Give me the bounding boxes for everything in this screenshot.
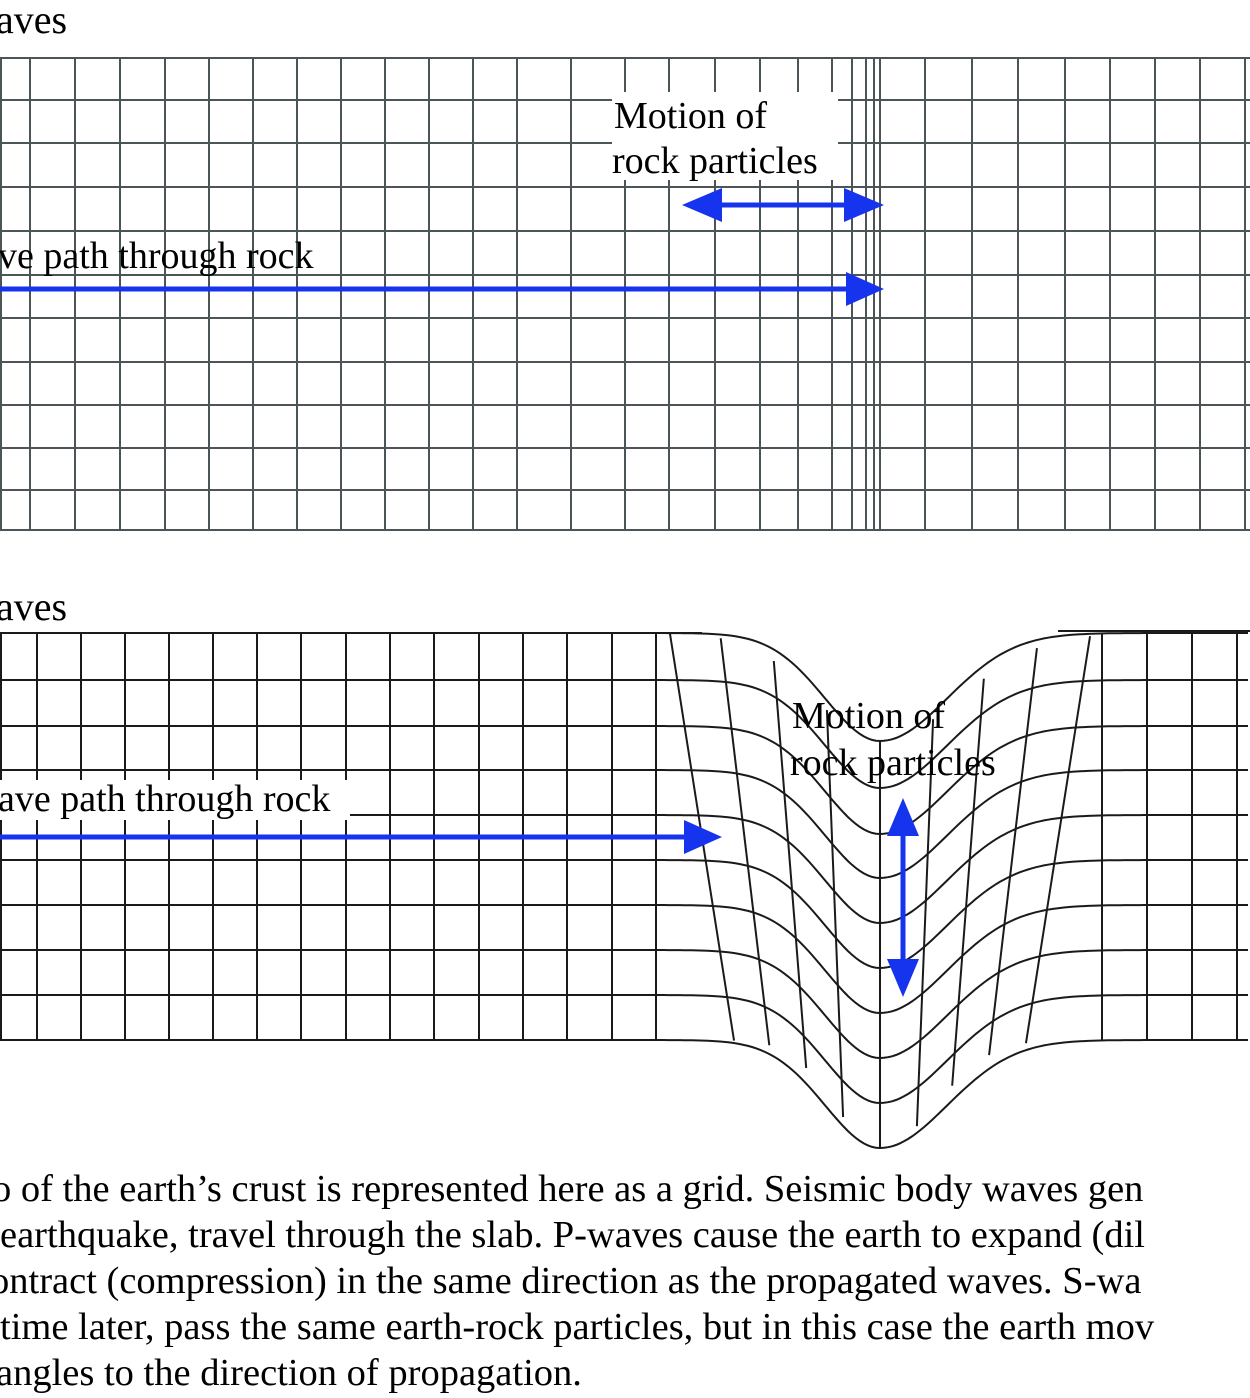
- seismic-wave-figure: aves Motion of rock particles ve path th…: [0, 0, 1250, 1150]
- grid-line: [719, 638, 771, 1046]
- grid-line: [0, 859, 1248, 970]
- caption-line-1: o of the earth’s crust is represented he…: [0, 1168, 1144, 1210]
- caption-line-5: angles to the direction of propagation.: [0, 1352, 582, 1394]
- s-label-background: [0, 780, 350, 820]
- grid-line: [0, 679, 1248, 790]
- grid-line: [0, 904, 1248, 1015]
- grid-line: [1024, 636, 1092, 1044]
- grid-line: [825, 710, 845, 1118]
- s-motion-label-line1: Motion of: [792, 695, 945, 737]
- caption-line-4: time later, pass the same earth-rock par…: [0, 1306, 1155, 1348]
- s-motion-label-line2: rock particles: [790, 742, 996, 784]
- p-wave-path-arrow: [0, 272, 884, 306]
- s-wave-grid: [0, 630, 1250, 1150]
- figure-caption: o of the earth’s crust is represented he…: [0, 1166, 1250, 1396]
- p-motion-label-line2: rock particles: [612, 140, 818, 182]
- s-wave-path-arrow: [0, 820, 722, 854]
- caption-line-3: ontract (compression) in the same direct…: [0, 1260, 1142, 1302]
- s-wave-title: aves: [0, 584, 67, 629]
- grid-line: [915, 719, 935, 1127]
- p-label-background: [612, 92, 838, 180]
- s-wave-panel: aves Motion of rock particles ave path t…: [0, 584, 1250, 1150]
- s-particle-motion-arrow: [887, 798, 919, 997]
- grid-line: [0, 1039, 1248, 1150]
- grid-line: [0, 632, 1248, 743]
- grid-line: [988, 647, 1038, 1056]
- grid-line: [772, 660, 808, 1069]
- p-wave-panel: aves Motion of rock particles ve path th…: [0, 0, 1250, 531]
- p-particle-motion-arrow: [682, 188, 884, 222]
- grid-line: [0, 814, 1248, 925]
- grid-line: [0, 725, 1248, 836]
- p-motion-label-line1: Motion of: [614, 95, 767, 137]
- grid-line: [951, 678, 985, 1086]
- p-wave-title: aves: [0, 0, 67, 42]
- grid-line: [0, 769, 1248, 880]
- grid-line: [0, 994, 1248, 1105]
- p-path-label: ve path through rock: [0, 235, 314, 277]
- p-wave-grid: [0, 57, 1250, 531]
- s-path-label: ave path through rock: [0, 778, 330, 820]
- caption-line-2: earthquake, travel through the slab. P-w…: [0, 1214, 1145, 1256]
- grid-line: [0, 949, 1248, 1060]
